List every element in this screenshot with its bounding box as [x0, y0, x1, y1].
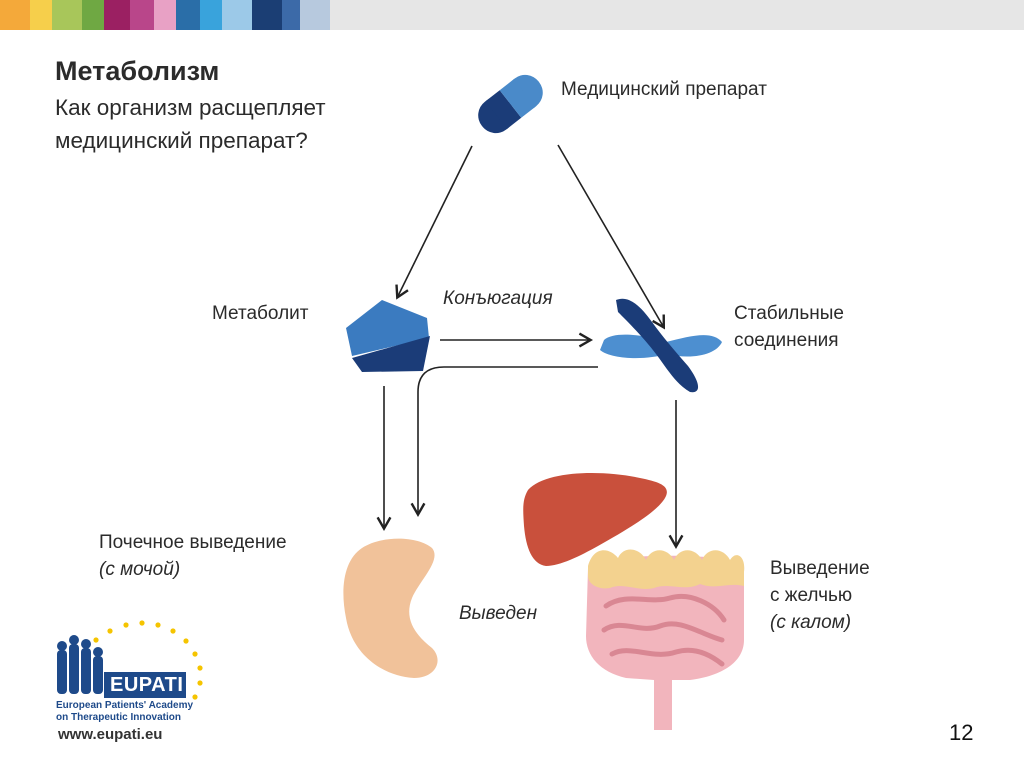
people-silhouette-icon [57, 635, 103, 694]
label-metabolite: Метаболит [212, 303, 309, 324]
label-line: с желчью [770, 585, 853, 606]
label-line: (с калом) [770, 612, 852, 633]
label-drug: Медицинский препарат [561, 79, 767, 100]
eupati-logo [57, 620, 203, 700]
kidney-icon [343, 538, 438, 678]
star-icon [93, 620, 203, 700]
tagline-line: on Therapeutic Innovation [56, 712, 182, 723]
eupati-wordmark: EUPATI [110, 674, 184, 696]
arrow-drug-to-stable [557, 144, 666, 330]
page-number: 12 [949, 720, 974, 745]
eupati-wordmark-box [104, 672, 186, 698]
stable-compound-icon [600, 298, 722, 393]
label-conjugation: Конъюгация [443, 288, 553, 309]
metabolite-pentagon-icon [346, 300, 430, 372]
tagline-line: European Patients' Academy [56, 700, 194, 711]
liver-icon [523, 473, 667, 566]
label-line: Стабильные [734, 303, 844, 324]
label-bile: Выведение с желчью (с калом) [770, 555, 870, 636]
label-line: (с мочой) [99, 559, 181, 580]
intestine-icon [586, 549, 745, 730]
page-subtitle: Как организм расщепляет медицинский преп… [55, 91, 326, 157]
label-line: Почечное выведение [99, 532, 287, 553]
label-renal: Почечное выведение (с мочой) [99, 529, 287, 583]
label-line: Выведение [770, 558, 870, 579]
arrow-drug-to-metabolite [395, 145, 473, 300]
subtitle-line: Как организм расщепляет [55, 95, 326, 120]
label-stable-compounds: Стабильные соединения [734, 300, 844, 354]
page-title: Метаболизм [55, 56, 220, 86]
capsule-icon [478, 74, 543, 134]
arrow-stable-to-renal [410, 366, 598, 518]
label-line: соединения [734, 330, 839, 351]
label-excreted: Выведен [459, 603, 538, 624]
subtitle-line: медицинский препарат? [55, 128, 308, 153]
eupati-url[interactable]: www.eupati.eu [58, 726, 163, 743]
top-color-stripe [0, 0, 1024, 30]
eupati-tagline: European Patients' Academy on Therapeuti… [56, 700, 193, 724]
